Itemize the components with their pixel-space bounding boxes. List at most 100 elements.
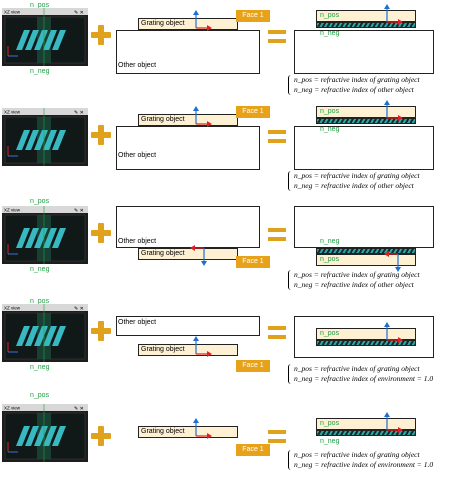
grating-object-label: Grating object — [141, 20, 185, 27]
result-axis-icon — [384, 412, 403, 433]
face-1-badge: Face 1 — [236, 444, 270, 456]
result-grating-object — [316, 10, 416, 22]
result-nneg-label: n_neg — [320, 438, 340, 445]
xz-view-window: XZ view ✎ ✕ — [2, 8, 88, 66]
svg-text:XZ view: XZ view — [4, 306, 21, 311]
axis-icon — [193, 10, 212, 31]
legend-npos: n_pos = refractive index of grating obje… — [294, 270, 420, 279]
xz-nneg-label: n_neg — [30, 364, 50, 371]
result-npos-label: n_pos — [320, 420, 340, 427]
result-axis-icon — [384, 322, 403, 343]
result-grating-object — [316, 106, 416, 118]
axis-icon — [190, 245, 207, 266]
result-nneg-label: n_neg — [320, 238, 340, 245]
legend-nneg: n_neg = refractive index of other object — [294, 181, 414, 190]
row-5: n_pos XZ view ✎ ✕ Grating object Face 1 … — [0, 386, 474, 480]
grating-object-label: Grating object — [141, 116, 185, 123]
xz-nneg-label: n_neg — [30, 68, 50, 75]
result-nneg-label: n_neg — [320, 126, 340, 133]
grating-object — [138, 248, 238, 260]
result-grating-object — [316, 254, 416, 266]
result-npos-label: n_pos — [320, 256, 340, 263]
grating-object — [138, 426, 238, 438]
legend-nneg: n_neg = refractive index of environment … — [294, 374, 434, 383]
equals-icon — [268, 228, 286, 242]
other-object — [116, 316, 260, 336]
svg-text:✎ ✕: ✎ ✕ — [74, 406, 84, 412]
other-object — [116, 30, 260, 74]
result-other-object — [294, 206, 434, 248]
other-object — [116, 206, 260, 248]
legend-npos: n_pos = refractive index of grating obje… — [294, 171, 420, 180]
grating-hatch — [316, 22, 416, 28]
row-4: n_pos XZ view ✎ ✕ n_neg Other object Gra… — [0, 296, 474, 390]
legend: n_pos = refractive index of grating obje… — [288, 364, 472, 384]
legend-npos: n_pos = refractive index of grating obje… — [294, 364, 420, 373]
legend-nneg: n_neg = refractive index of environment … — [294, 460, 434, 469]
face-1-badge: Face 1 — [236, 10, 270, 22]
svg-text:✎ ✕: ✎ ✕ — [74, 110, 84, 116]
axis-icon — [193, 336, 212, 357]
svg-text:XZ view: XZ view — [4, 406, 21, 411]
xz-view-window: XZ view ✎ ✕ — [2, 108, 88, 166]
legend: n_pos = refractive index of grating obje… — [288, 75, 472, 95]
legend-brace — [288, 270, 294, 290]
grating-object — [138, 114, 238, 126]
legend-nneg: n_neg = refractive index of other object — [294, 85, 414, 94]
grating-object — [138, 344, 238, 356]
result-axis-icon — [384, 251, 401, 272]
result-axis-icon — [384, 4, 403, 25]
xz-view-window: XZ view ✎ ✕ — [2, 304, 88, 362]
other-object — [116, 126, 260, 170]
equals-icon — [268, 30, 286, 44]
grating-hatch — [316, 340, 416, 346]
equals-icon — [268, 430, 286, 444]
svg-text:XZ view: XZ view — [4, 10, 21, 15]
xz-view-graphic: XZ view ✎ ✕ — [2, 404, 88, 462]
other-object-label: Other object — [118, 62, 157, 69]
result-npos-label: n_pos — [320, 108, 340, 115]
xz-view-window: XZ view ✎ ✕ — [2, 206, 88, 264]
plus-icon — [91, 426, 111, 446]
result-npos-label: n_pos — [320, 330, 340, 337]
legend-npos: n_pos = refractive index of grating obje… — [294, 450, 420, 459]
equals-icon — [268, 326, 286, 340]
legend-brace — [288, 450, 294, 470]
row-2: XZ view ✎ ✕ Other object Grating object … — [0, 100, 474, 194]
grating-object-label: Grating object — [141, 428, 185, 435]
xz-npos-label: n_pos — [30, 298, 50, 305]
face-1-badge: Face 1 — [236, 360, 270, 372]
grating-hatch — [316, 248, 416, 254]
equals-icon — [268, 130, 286, 144]
plus-icon — [91, 125, 111, 145]
result-nneg-label: n_neg — [320, 30, 340, 37]
face-1-badge: Face 1 — [236, 256, 270, 268]
plus-icon — [91, 25, 111, 45]
svg-text:✎ ✕: ✎ ✕ — [74, 10, 84, 16]
grating-object-label: Grating object — [141, 346, 185, 353]
other-object-label: Other object — [118, 238, 157, 245]
row-1: n_pos XZ view ✎ ✕ n_neg Other object Gra… — [0, 0, 474, 95]
legend: n_pos = refractive index of grating obje… — [288, 171, 472, 191]
legend-npos: n_pos = refractive index of grating obje… — [294, 75, 420, 84]
legend-brace — [288, 75, 294, 95]
other-object-label: Other object — [118, 152, 157, 159]
row-3: n_pos XZ view ✎ ✕ n_neg Other object Gra… — [0, 198, 474, 292]
other-object-label: Other object — [118, 319, 157, 326]
svg-text:✎ ✕: ✎ ✕ — [74, 306, 84, 312]
result-axis-icon — [384, 100, 403, 121]
xz-view-graphic: XZ view ✎ ✕ — [2, 304, 88, 362]
result-grating-object — [316, 328, 416, 340]
result-other-object — [294, 30, 434, 74]
grating-object-label: Grating object — [141, 250, 185, 257]
result-grating-object — [316, 418, 416, 430]
svg-text:XZ view: XZ view — [4, 110, 21, 115]
xz-view-graphic: XZ view ✎ ✕ — [2, 108, 88, 166]
legend-brace — [288, 171, 294, 191]
plus-icon — [91, 223, 111, 243]
grating-hatch — [316, 118, 416, 124]
plus-icon — [91, 321, 111, 341]
svg-text:XZ view: XZ view — [4, 208, 21, 213]
xz-nneg-label: n_neg — [30, 266, 50, 273]
xz-npos-label: n_pos — [30, 2, 50, 9]
